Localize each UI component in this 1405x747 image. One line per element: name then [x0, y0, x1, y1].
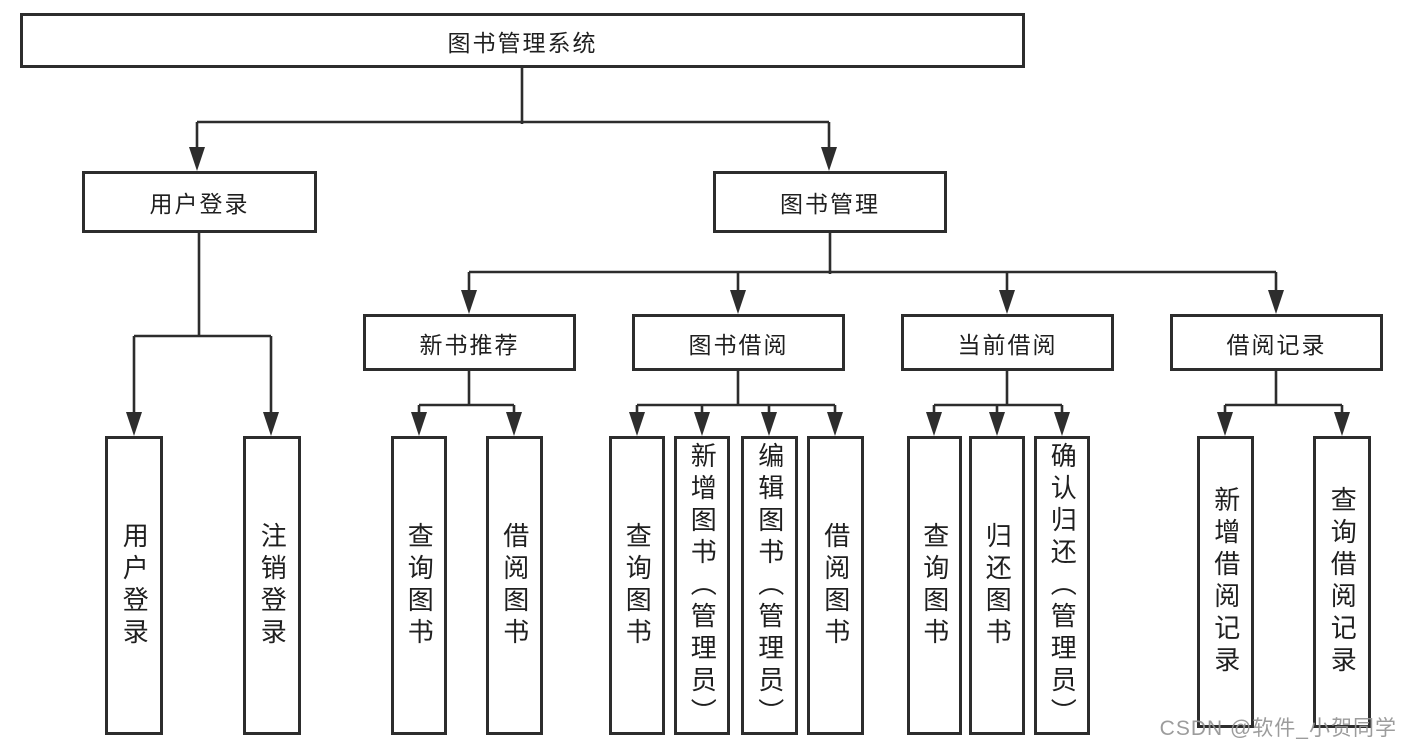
leaf-borrow-books-recommend-label: 借阅图书	[499, 521, 530, 650]
node-borrow-records-label: 借阅记录	[1226, 331, 1327, 358]
node-new-book-recommend-label: 新书推荐	[419, 331, 520, 358]
csdn-watermark: CSDN @软件_小贺同学	[1159, 717, 1397, 740]
leaf-query-books-current-label: 查询图书	[919, 521, 950, 650]
node-user-login-label: 用户登录	[149, 191, 250, 217]
leaf-user-login-label: 用户登录	[119, 521, 150, 650]
leaf-query-books-current: 查询图书	[907, 436, 962, 735]
leaf-query-books-borrow: 查询图书	[609, 436, 665, 735]
leaf-query-borrow-record-label: 查询借阅记录	[1327, 486, 1358, 678]
leaf-confirm-return-admin-label: 确认归还（管理员）	[1047, 441, 1078, 730]
node-current-borrow: 当前借阅	[901, 314, 1114, 371]
leaf-add-book-admin-label: 新增图书（管理员）	[687, 441, 718, 730]
leaf-query-borrow-record: 查询借阅记录	[1313, 436, 1371, 728]
leaf-add-book-admin: 新增图书（管理员）	[674, 436, 730, 735]
node-book-borrow-label: 图书借阅	[688, 331, 789, 358]
node-root: 图书管理系统	[20, 13, 1025, 68]
leaf-add-borrow-record: 新增借阅记录	[1197, 436, 1254, 728]
arrowheads	[126, 147, 1350, 436]
leaf-edit-book-admin-label: 编辑图书（管理员）	[754, 441, 785, 730]
leaf-query-books-borrow-label: 查询图书	[622, 521, 653, 650]
leaf-logout-label: 注销登录	[257, 521, 288, 650]
leaf-return-book-label: 归还图书	[982, 521, 1013, 650]
node-book-management-label: 图书管理	[780, 191, 880, 217]
leaf-return-book: 归还图书	[969, 436, 1025, 735]
leaf-borrow-books-recommend: 借阅图书	[486, 436, 543, 735]
node-book-borrow: 图书借阅	[632, 314, 845, 371]
node-book-management: 图书管理	[713, 171, 947, 233]
leaf-query-books-recommend-label: 查询图书	[404, 521, 435, 650]
node-current-borrow-label: 当前借阅	[957, 331, 1058, 358]
leaf-query-books-recommend: 查询图书	[391, 436, 447, 735]
node-borrow-records: 借阅记录	[1170, 314, 1383, 371]
node-new-book-recommend: 新书推荐	[363, 314, 576, 371]
node-root-label: 图书管理系统	[447, 29, 598, 56]
leaf-borrow-books: 借阅图书	[807, 436, 864, 735]
leaf-confirm-return-admin: 确认归还（管理员）	[1034, 436, 1090, 735]
leaf-logout: 注销登录	[243, 436, 301, 735]
node-user-login: 用户登录	[82, 171, 317, 233]
leaf-edit-book-admin: 编辑图书（管理员）	[741, 436, 798, 735]
leaf-borrow-books-label: 借阅图书	[820, 521, 851, 650]
leaf-user-login: 用户登录	[105, 436, 163, 735]
leaf-add-borrow-record-label: 新增借阅记录	[1210, 486, 1241, 678]
